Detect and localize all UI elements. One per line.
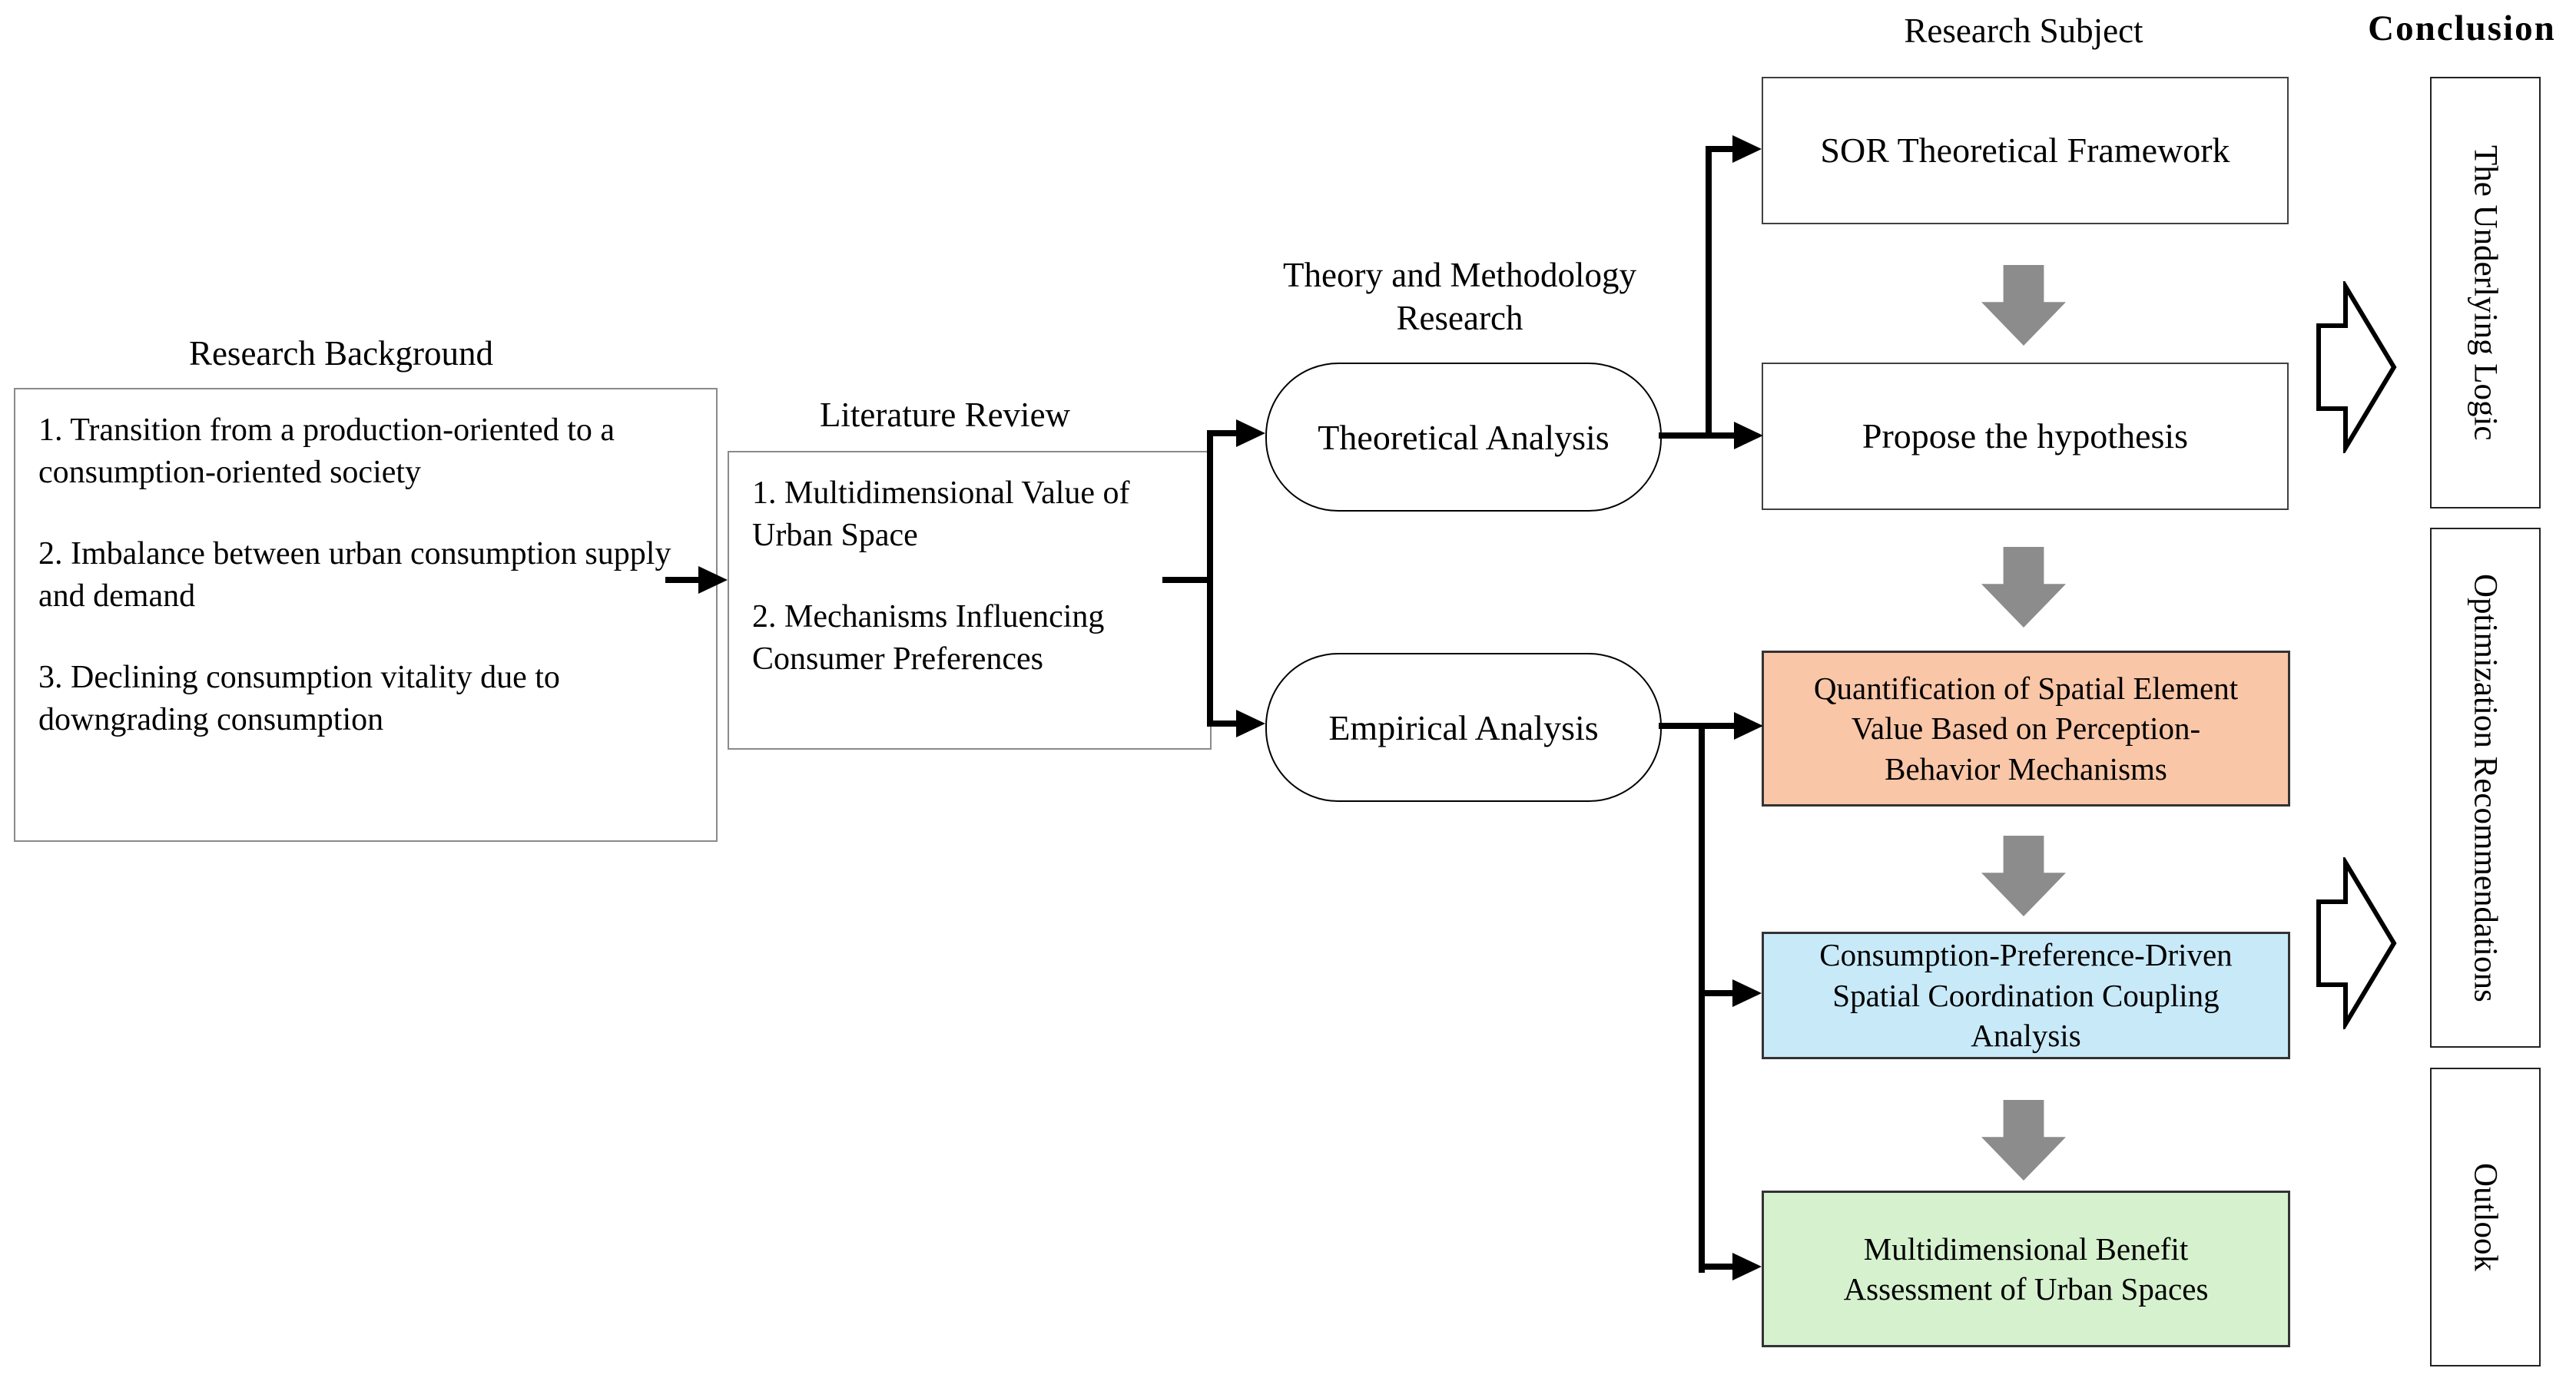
conclusion-title: Conclusion — [2368, 8, 2556, 48]
connector-line — [1162, 577, 1213, 583]
research-background-item: 3. Declining consumption vitality due to… — [38, 660, 560, 737]
arrowhead-icon — [1734, 712, 1763, 740]
arrowhead-icon — [1732, 1253, 1762, 1280]
connector-line — [1207, 430, 1236, 436]
down-arrow-icon — [1981, 547, 2066, 628]
theoretical-analysis-node: Theoretical Analysis — [1265, 363, 1662, 512]
research-background-item: 2. Imbalance between urban consumption s… — [38, 536, 671, 614]
connector-line — [1659, 723, 1736, 729]
literature-review-title: Literature Review — [819, 396, 1071, 434]
block-arrow-right-icon — [2316, 854, 2397, 1032]
optimization-recommendations-box: Optimization Recommendations — [2430, 528, 2541, 1048]
outlook-box: Outlook — [2430, 1068, 2541, 1366]
arrowhead-icon — [1236, 710, 1265, 737]
arrowhead-icon — [1734, 422, 1763, 449]
connector-line — [1207, 430, 1213, 727]
outlook-label: Outlook — [2467, 1163, 2504, 1271]
arrowhead-icon — [1236, 419, 1265, 447]
literature-review-item: 2. Mechanisms Influencing Consumer Prefe… — [752, 599, 1105, 677]
literature-review-box: 1. Multidimensional Value of Urban Space… — [728, 451, 1212, 750]
down-arrow-icon — [1981, 1100, 2066, 1181]
empirical-analysis-node: Empirical Analysis — [1265, 653, 1662, 802]
research-background-title: Research Background — [188, 334, 494, 373]
benefit-assessment-box: Multidimensional Benefit Assessment of U… — [1762, 1191, 2290, 1347]
connector-line — [665, 577, 705, 583]
theory-methodology-title: Theory and Methodology Research — [1283, 256, 1636, 338]
quantification-box: Quantification of Spatial Element Value … — [1762, 651, 2290, 807]
down-arrow-icon — [1981, 265, 2066, 346]
block-arrow-right-icon — [2316, 278, 2397, 456]
research-background-box: 1. Transition from a production-oriented… — [14, 388, 718, 842]
connector-line — [1699, 723, 1705, 1273]
underlying-logic-box: The Underlying Logic — [2430, 77, 2541, 508]
connector-line — [1659, 432, 1736, 439]
underlying-logic-label: The Underlying Logic — [2467, 144, 2504, 441]
down-arrow-icon — [1981, 836, 2066, 916]
connector-line — [1699, 990, 1734, 996]
connector-line — [1706, 146, 1734, 152]
connector-line — [1207, 720, 1236, 727]
sor-framework-box: SOR Theoretical Framework — [1762, 77, 2289, 224]
optimization-recommendations-label: Optimization Recommendations — [2467, 573, 2504, 1002]
arrowhead-icon — [1732, 135, 1762, 163]
research-subject-title: Research Subject — [1904, 12, 2143, 50]
arrowhead-icon — [1732, 979, 1762, 1007]
arrowhead-icon — [698, 566, 728, 594]
coupling-analysis-box: Consumption-Preference-Driven Spatial Co… — [1762, 932, 2290, 1059]
connector-line — [1699, 1264, 1734, 1270]
connector-line — [1706, 146, 1712, 439]
literature-review-item: 1. Multidimensional Value of Urban Space — [752, 475, 1130, 553]
research-background-item: 1. Transition from a production-oriented… — [38, 412, 615, 490]
propose-hypothesis-box: Propose the hypothesis — [1762, 363, 2289, 510]
